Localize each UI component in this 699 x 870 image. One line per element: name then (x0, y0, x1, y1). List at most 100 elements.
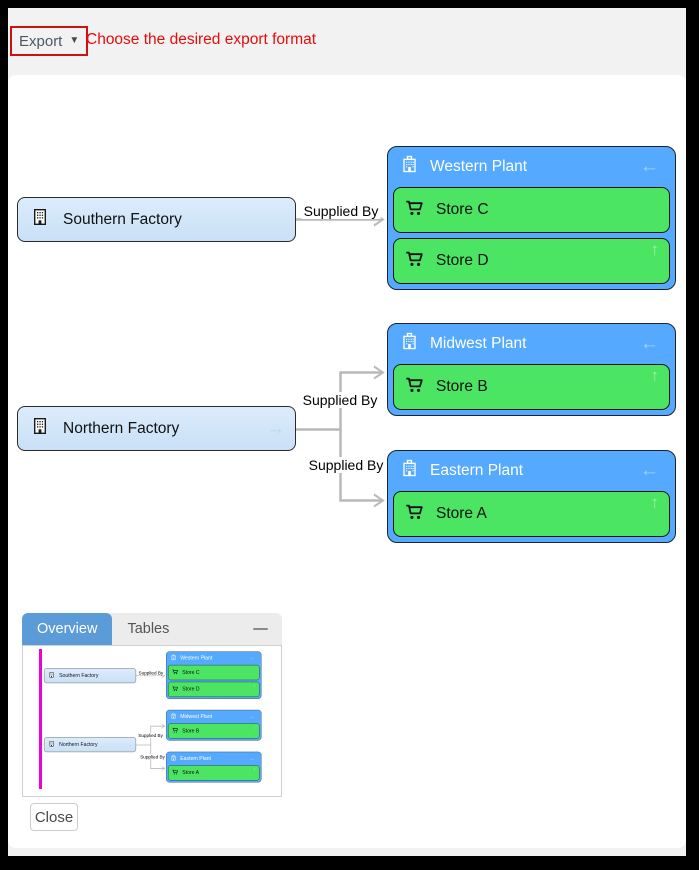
store-label: Store B (182, 727, 200, 734)
node-midwest-plant[interactable]: Midwest Plant ← Store B ↑ (387, 323, 676, 416)
node-store-b: Store B ↑ (168, 723, 260, 739)
diagram-canvas: Southern Factory Northern Facto (8, 75, 686, 848)
node-store-a: Store A ↑ (168, 765, 260, 781)
store-rows: Store C Store D ↑ (168, 664, 260, 697)
plant-header: Eastern Plant ← (168, 752, 259, 765)
plant-header[interactable]: Eastern Plant ← (393, 451, 670, 491)
cart-icon (405, 199, 424, 222)
arrow-left-icon[interactable]: ← (640, 333, 659, 354)
node-western-plant: Western Plant ← Store C (166, 651, 262, 699)
store-rows: Store C Store D ↑ (393, 187, 670, 284)
plant-building-icon (400, 155, 419, 179)
cart-icon (172, 727, 178, 735)
store-label: Store C (182, 669, 200, 676)
store-label: Store C (436, 201, 489, 218)
store-label: Store D (182, 686, 200, 693)
node-southern-factory[interactable]: Southern Factory (17, 197, 296, 242)
node-northern-factory[interactable]: Northern Factory → (17, 406, 296, 451)
node-eastern-plant: Eastern Plant ← Store A ↑ (166, 751, 262, 783)
export-dropdown-button[interactable]: Export ▼ (10, 26, 89, 56)
store-rows: Store B ↑ (168, 723, 260, 739)
plant-label: Eastern Plant (430, 462, 524, 479)
factory-building-icon (48, 741, 55, 749)
store-label: Store A (436, 505, 487, 522)
tab-overview[interactable]: Overview (22, 613, 113, 645)
factory-building-icon (30, 207, 50, 232)
node-store-d[interactable]: Store D ↑ (393, 238, 670, 284)
plant-label: Western Plant (180, 655, 213, 661)
store-rows: Store B ↑ (393, 364, 670, 410)
store-rows: Store A ↑ (168, 765, 260, 781)
arrow-left-icon: ← (249, 654, 256, 662)
arrow-up-icon: ↑ (253, 765, 256, 773)
plant-label: Western Plant (430, 158, 528, 175)
overview-mini-diagram: Southern Factory Northern Facto (41, 646, 265, 793)
tab-tables[interactable]: Tables (127, 621, 170, 637)
plant-label: Midwest Plant (430, 335, 527, 352)
store-label: Store B (436, 378, 488, 395)
link-label-supplied-by: Supplied By (306, 457, 386, 473)
arrow-right-icon: → (126, 741, 133, 748)
factory-label: Northern Factory (63, 419, 180, 437)
cart-icon (172, 686, 178, 694)
node-store-a[interactable]: Store A ↑ (393, 491, 670, 537)
factory-building-icon (30, 416, 50, 441)
cart-icon (405, 250, 424, 273)
arrow-left-icon: ← (249, 755, 256, 762)
node-store-b[interactable]: Store B ↑ (393, 364, 670, 410)
arrow-up-icon[interactable]: ↑ (650, 240, 660, 259)
arrow-up-icon: ↑ (253, 724, 256, 731)
plant-building-icon (400, 459, 419, 483)
factory-label: Northern Factory (59, 741, 98, 748)
store-label: Store A (182, 769, 200, 776)
node-eastern-plant[interactable]: Eastern Plant ← Store A ↑ (387, 450, 676, 543)
plant-header[interactable]: Western Plant ← (393, 147, 670, 187)
node-western-plant[interactable]: Western Plant ← Store C (387, 146, 676, 290)
arrow-up-icon[interactable]: ↑ (650, 366, 660, 385)
overview-body[interactable]: Southern Factory Northern Facto (22, 645, 282, 797)
node-store-c: Store C (168, 664, 260, 681)
cart-icon (405, 503, 424, 526)
link-label-supplied-by: Supplied By (137, 732, 164, 738)
link-lines (136, 673, 166, 771)
plant-building-icon (170, 654, 176, 662)
export-instruction-text: Choose the desired export format (86, 31, 317, 48)
arrow-left-icon: ← (249, 713, 256, 721)
plant-building-icon (400, 332, 419, 356)
plant-header: Midwest Plant ← (168, 710, 259, 723)
plant-header[interactable]: Midwest Plant ← (393, 324, 670, 364)
cart-icon (172, 669, 178, 677)
overview-panel: Overview Tables (22, 613, 282, 797)
diagram: Southern Factory Northern Facto (8, 75, 686, 575)
close-button[interactable]: Close (30, 803, 78, 831)
node-northern-factory: Northern Factory → (43, 737, 137, 753)
store-rows: Store A ↑ (393, 491, 670, 537)
arrow-left-icon[interactable]: ← (640, 156, 659, 177)
arrow-up-icon: ↑ (253, 682, 256, 689)
node-southern-factory: Southern Factory (43, 668, 137, 684)
link-label-supplied-by: Supplied By (300, 392, 380, 408)
plant-label: Eastern Plant (180, 755, 211, 762)
link-label-supplied-by: Supplied By (137, 670, 164, 676)
export-dropdown-label: Export (19, 32, 63, 50)
plant-label: Midwest Plant (180, 713, 213, 720)
plant-building-icon (170, 713, 176, 721)
caret-down-icon: ▼ (69, 35, 80, 46)
arrow-left-icon[interactable]: ← (640, 460, 659, 481)
overview-tab-bar: Overview Tables (22, 613, 282, 645)
viewport-indicator[interactable] (39, 649, 42, 789)
link-label-supplied-by: Supplied By (139, 754, 166, 760)
toolbar: Export ▼ Choose the desired export forma… (8, 8, 686, 72)
export-dialog: Export ▼ Choose the desired export forma… (8, 8, 686, 856)
store-label: Store D (436, 252, 489, 269)
arrow-right-icon[interactable]: → (266, 417, 285, 439)
link-label-supplied-by: Supplied By (301, 203, 381, 219)
node-midwest-plant: Midwest Plant ← Store B ↑ (166, 709, 262, 741)
plant-header: Western Plant ← (168, 652, 259, 665)
minimize-icon[interactable] (253, 627, 268, 631)
factory-label: Southern Factory (63, 210, 182, 228)
arrow-up-icon[interactable]: ↑ (650, 493, 660, 512)
plant-building-icon (170, 755, 176, 763)
node-store-c[interactable]: Store C (393, 187, 670, 233)
node-store-d: Store D ↑ (168, 681, 260, 697)
